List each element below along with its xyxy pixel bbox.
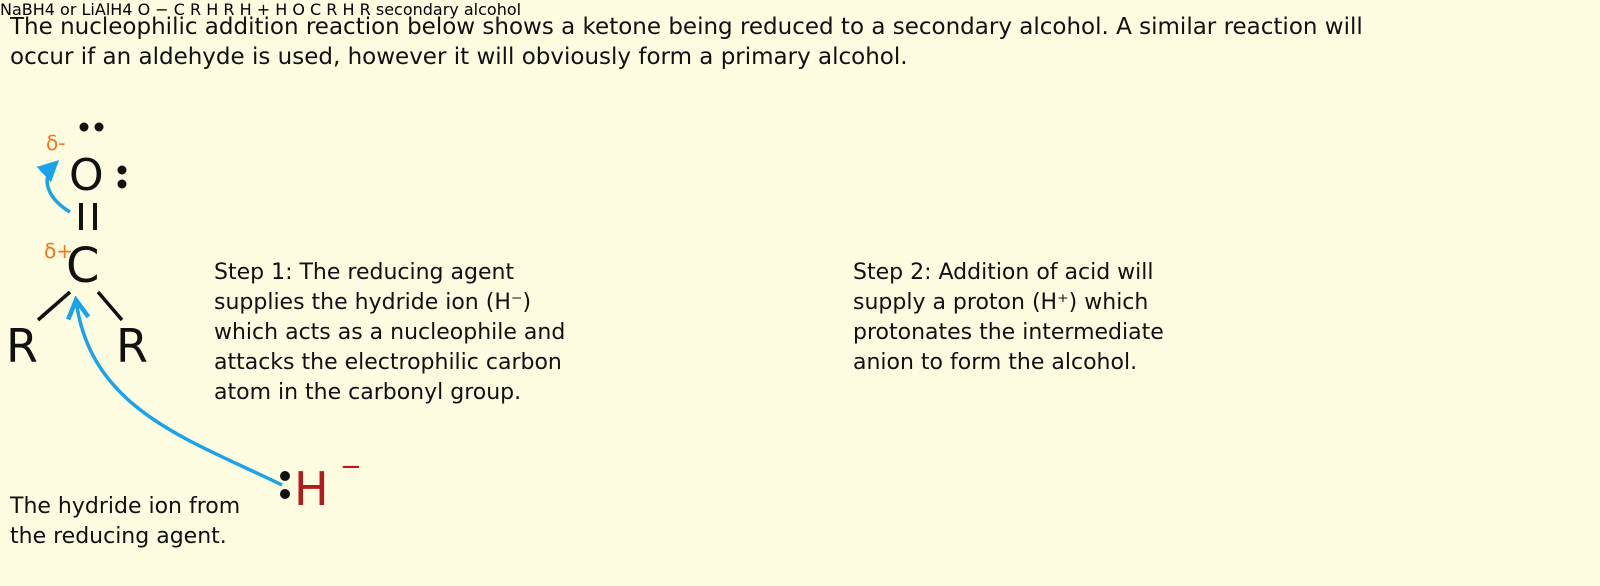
alcohol-lone-pair-dot: O C R H R xyxy=(292,0,376,19)
hydride-ion: H − xyxy=(76,300,362,516)
step-1-text: Step 1: The reducing agent supplies the … xyxy=(214,260,566,405)
ketone-delta-plus: δ+ xyxy=(44,239,73,263)
alkoxide-lone-pair-dot: O − C R H R H + xyxy=(138,0,276,19)
alcohol-hydrogen: H xyxy=(342,0,355,19)
wedge-bond: R H R xyxy=(326,0,376,19)
ketone-r-group-left: R xyxy=(6,319,38,373)
alkoxide-oxygen: O xyxy=(137,0,151,19)
hydride-minus: − xyxy=(340,452,362,482)
alcohol-hydroxyl-h: H xyxy=(275,0,288,19)
protonation-arrow: H + xyxy=(240,0,276,19)
alkoxide-lone-pair-dot: O − C R H R H + xyxy=(138,0,276,19)
alkoxide-r-group-right: R xyxy=(223,0,235,19)
ketone-r-group-right: R xyxy=(116,319,148,373)
ketone-lone-pair-dot xyxy=(117,165,127,175)
alkoxide-lone-pair-dot: O − C R H R H + xyxy=(138,0,276,19)
hydride-caption: The hydride ion from the reducing agent. xyxy=(10,494,241,549)
reagent-sub1: 4 xyxy=(44,0,55,19)
alcohol-lone-pair-dot: O C R H R xyxy=(292,0,376,19)
dashed-bond: R H R xyxy=(326,0,376,19)
dashed-bond: R H R H + xyxy=(190,0,275,19)
alkoxide-lone-pair-dot: O − C R H R H + xyxy=(138,0,276,19)
reagent-or: or LiAlH xyxy=(54,0,123,19)
intro-text: The nucleophilic addition reaction below… xyxy=(10,14,1363,70)
ketone-carbon: C xyxy=(66,238,100,294)
ketone-oxygen: O xyxy=(69,150,104,201)
proton-plus: + xyxy=(256,0,271,19)
step-2-text: Step 2: Addition of acid will supply a p… xyxy=(853,260,1164,375)
bond-line: C R H R xyxy=(310,0,376,19)
reagent-sub2: 4 xyxy=(122,0,133,19)
nucleophilic-attack-arrow xyxy=(76,300,283,487)
bond-line xyxy=(36,290,72,322)
bond-line xyxy=(96,290,124,322)
ketone-molecule: δ- O δ+ C R R xyxy=(6,122,148,373)
bond-line: C R H R H + xyxy=(174,0,275,19)
alcohol-product: H O C R H R xyxy=(275,0,376,19)
proton-h: H xyxy=(239,0,252,19)
alkoxide-r-group-left: R xyxy=(190,0,202,19)
bond-line: R H R xyxy=(326,0,376,19)
ketone-lone-pair-dot xyxy=(79,122,89,132)
ketone-delta-minus: δ- xyxy=(46,131,65,155)
alkoxide-intermediate: O − C R H R H + xyxy=(138,0,276,19)
wedge-bond: R H R H + xyxy=(190,0,275,19)
bond-electron-arrow xyxy=(36,160,71,214)
alcohol-oxygen: O xyxy=(292,0,305,19)
bond-line: R H R H + xyxy=(190,0,275,19)
hydride-lone-pair-dot xyxy=(280,489,290,499)
ketone-lone-pair-dot xyxy=(94,122,104,132)
alcohol-r-group-left: R xyxy=(326,0,338,19)
product-label: secondary alcohol xyxy=(375,0,522,19)
alcohol-carbon: C xyxy=(310,0,322,19)
alcohol-lone-pair-dot: O C R H R xyxy=(292,0,376,19)
alkoxide-charge: − xyxy=(155,0,169,19)
reagent-label: NaBH4 or LiAlH4 xyxy=(0,0,138,19)
hydride-lone-pair-dot xyxy=(280,471,290,481)
hydride-h: H xyxy=(294,462,329,516)
alkoxide-lone-pair-dot: O − C R H R H + xyxy=(138,0,276,19)
bond-line: O C R H R xyxy=(292,0,376,19)
alcohol-r-group-right: R xyxy=(359,0,371,19)
alkoxide-hydrogen: H xyxy=(206,0,219,19)
alkoxide-lone-pair-dot: O − C R H R H + xyxy=(138,0,276,19)
reagent-main: NaBH xyxy=(0,0,45,19)
ketone-lone-pair-dot xyxy=(117,179,127,189)
alkoxide-carbon: C xyxy=(173,0,185,19)
alcohol-lone-pair-dot: O C R H R xyxy=(292,0,376,19)
